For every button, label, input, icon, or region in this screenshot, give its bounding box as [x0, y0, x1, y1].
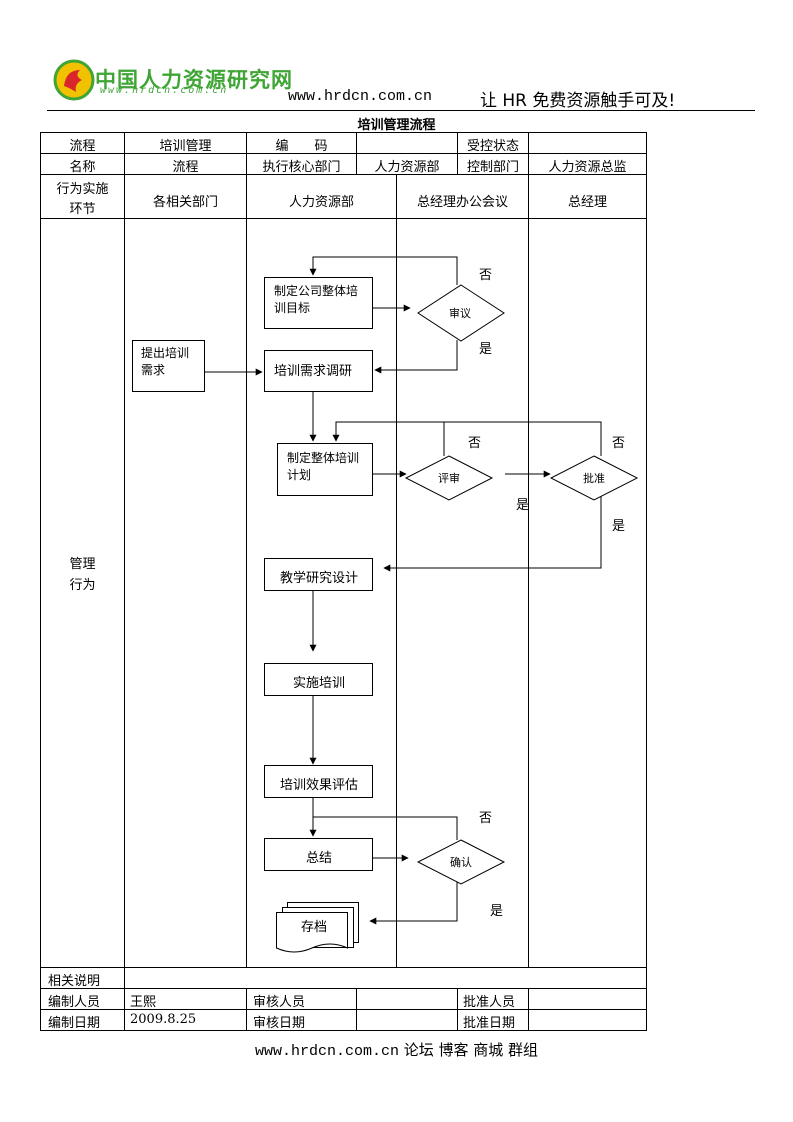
node-implement-box: [264, 663, 373, 696]
header-url-link[interactable]: www.hrdcn.com.cn: [288, 88, 433, 105]
logo-text: 中国人力资源研究网: [95, 68, 293, 92]
node-implement-label: 实施培训: [292, 676, 345, 691]
info-ctrl-value: 人力资源总监: [548, 160, 627, 175]
footer-links[interactable]: 论坛 博客 商城 群组: [403, 1041, 539, 1059]
logo-url: www.hrdcn.com.cn: [100, 85, 229, 96]
footer-url-link[interactable]: www.hrdcn.com.cn: [254, 1043, 399, 1060]
connector-review-yes: [374, 340, 458, 374]
info-exec-value: 人力资源部: [374, 160, 440, 175]
info-status-label: 受控状态: [466, 139, 519, 154]
header-rule: [47, 110, 755, 111]
side-label-line1: 管理: [69, 557, 96, 572]
branch-approve-no: 否: [612, 436, 626, 451]
lane-behavior-label-1: 行为实施: [56, 182, 109, 197]
info-code-label: 编 码: [275, 139, 328, 154]
node-set-goal-label: 制定公司整体培训目标: [274, 284, 359, 315]
branch-review-yes: 是: [479, 342, 493, 357]
node-review-label: 审议: [449, 307, 471, 320]
info-process-label: 流程: [69, 139, 96, 154]
node-plan-label: 制定整体培训计划: [287, 451, 360, 482]
lane-header-dept: 各相关部门: [152, 195, 218, 210]
node-archive-front: [276, 912, 348, 953]
info-process-name-2: 流程: [172, 160, 199, 175]
date-value: 2009.8.25: [130, 1012, 197, 1027]
side-label-line2: 行为: [69, 578, 96, 593]
node-confirm-diamond: [416, 839, 506, 885]
node-design-box: [264, 558, 373, 591]
node-approve-diamond: [549, 455, 639, 501]
node-assess-label: 培训效果评估: [279, 778, 358, 793]
node-plan-box: [277, 443, 373, 496]
branch-review-no: 否: [479, 268, 493, 283]
lane-behavior-label-2: 环节: [69, 202, 96, 217]
lane-header-gm: 总经理: [567, 195, 607, 210]
node-archive-label: 存档: [300, 920, 327, 935]
connector-approve-no: [336, 421, 602, 456]
connector-review-no: [309, 256, 458, 285]
author-label: 编制人员: [48, 995, 101, 1010]
connector-confirm-yes: [369, 881, 458, 925]
node-propose-box: [132, 340, 205, 392]
author-value: 王熙: [130, 995, 157, 1010]
branch-evaluate-yes: 是: [516, 498, 530, 513]
reviewer-label: 审核人员: [253, 995, 306, 1010]
node-summary-label: 总结: [305, 851, 332, 866]
node-evaluate-diamond: [404, 455, 494, 501]
node-review-diamond: [417, 284, 505, 342]
document-title: 培训管理流程: [357, 118, 436, 133]
node-survey-label: 培训需求调研: [274, 364, 353, 379]
node-approve-label: 批准: [583, 472, 605, 485]
connector-approve-yes: [383, 496, 602, 572]
branch-evaluate-no: 否: [468, 436, 482, 451]
info-ctrl-label: 控制部门: [466, 160, 519, 175]
review-date-label: 审核日期: [253, 1016, 306, 1031]
approver-label: 批准人员: [463, 995, 516, 1010]
branch-confirm-no: 否: [479, 811, 493, 826]
node-survey-box: [264, 350, 373, 392]
node-summary-box: [264, 838, 373, 871]
branch-confirm-yes: 是: [490, 904, 504, 919]
connector-confirm-no: [313, 816, 458, 840]
approve-date-label: 批准日期: [463, 1016, 516, 1031]
page-footer: www.hrdcn.com.cn 论坛 博客 商城 群组: [0, 1039, 793, 1060]
node-confirm-label: 确认: [450, 856, 472, 869]
node-propose-label: 提出培训需求: [141, 346, 190, 377]
lane-header-hr: 人力资源部: [288, 195, 354, 210]
site-logo-icon: [53, 59, 95, 101]
date-label: 编制日期: [48, 1016, 101, 1031]
info-name-label: 名称: [69, 160, 96, 175]
node-design-label: 教学研究设计: [279, 571, 358, 586]
info-exec-label: 执行核心部门: [262, 160, 341, 175]
node-evaluate-label: 评审: [438, 472, 460, 485]
info-process-name: 培训管理: [159, 139, 212, 154]
node-set-goal-box: [264, 277, 373, 329]
lane-header-meeting: 总经理办公会议: [416, 195, 508, 210]
notes-label: 相关说明: [48, 974, 101, 989]
branch-approve-yes: 是: [612, 519, 626, 534]
node-assess-box: [264, 765, 373, 798]
header-slogan: 让 HR 免费资源触手可及!: [480, 91, 676, 111]
